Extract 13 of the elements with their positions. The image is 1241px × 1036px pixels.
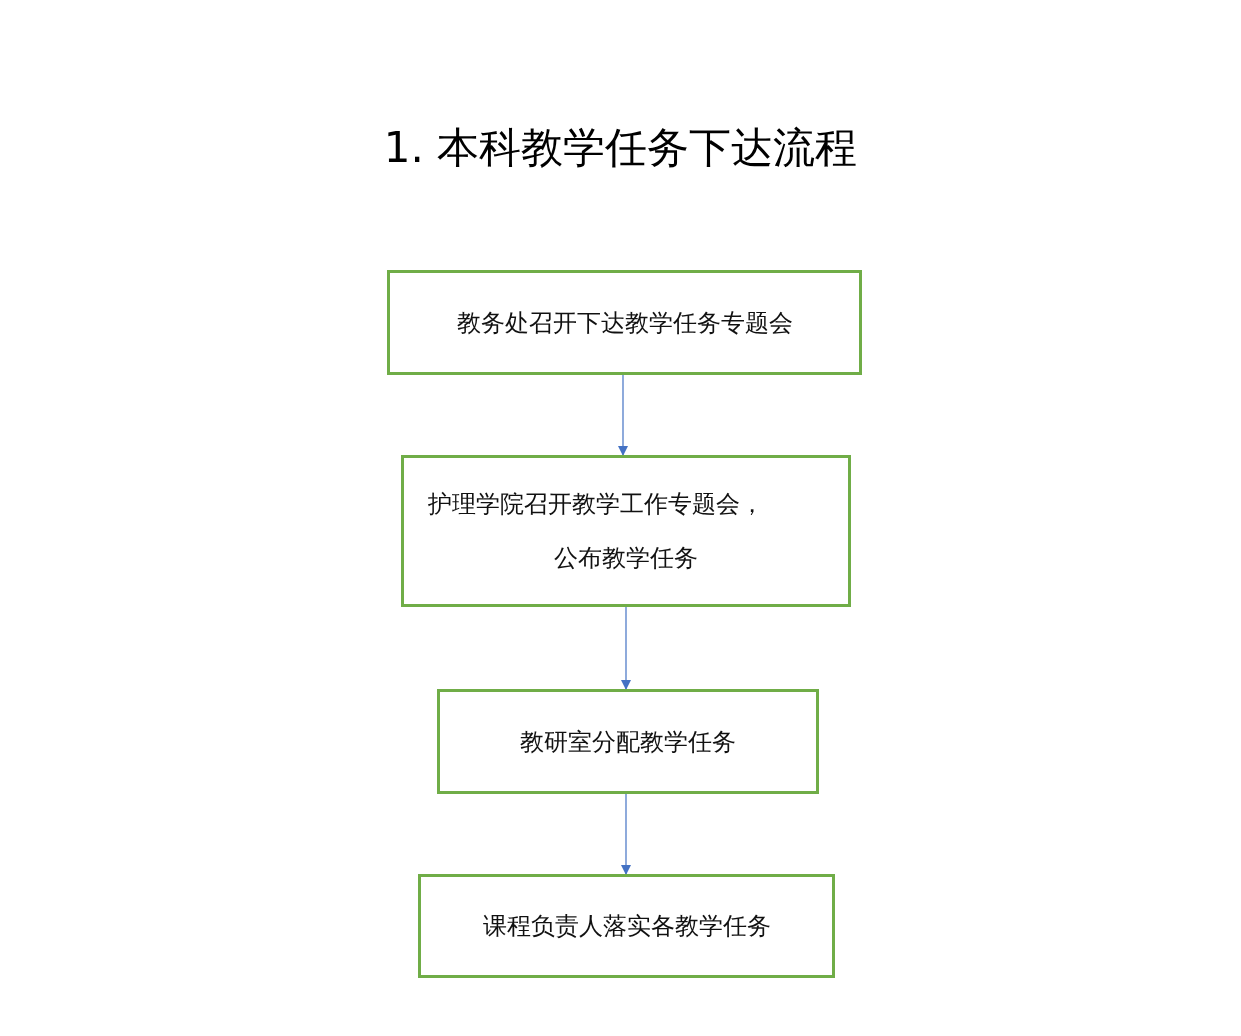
- arrow: [621, 793, 631, 875]
- process-box: [401, 455, 851, 607]
- step-text: 教务处召开下达教学任务专题会: [456, 307, 793, 339]
- arrow: [621, 606, 631, 690]
- process-box: [387, 270, 862, 375]
- step-text: 公布教学任务: [554, 543, 698, 574]
- step-text: 教研室分配教学任务: [520, 726, 736, 758]
- process-box: [418, 874, 835, 978]
- step-text: 课程负责人落实各教学任务: [482, 911, 771, 942]
- diagram-title: 1. 本科教学任务下达流程: [382, 122, 859, 174]
- process-box: [437, 689, 819, 794]
- arrow: [618, 374, 628, 456]
- step-text: 护理学院召开教学工作专题会，: [428, 489, 764, 520]
